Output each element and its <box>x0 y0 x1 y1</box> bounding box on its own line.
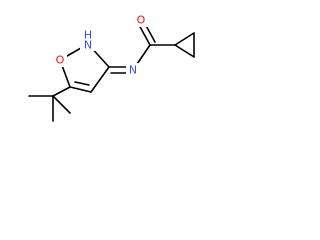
tert-butyl-group <box>28 86 71 122</box>
ring-oxygen-label: O <box>53 53 67 67</box>
ring-nitrogen-symbol: N <box>84 39 92 52</box>
carbonyl-oxygen-symbol: O <box>137 14 146 27</box>
bond-tbu-methyl-right <box>52 95 71 114</box>
molecule-structure: O H N N O <box>28 13 195 122</box>
bond-c4-c5 <box>69 86 92 93</box>
bond-cyclopropyl-a <box>174 32 195 46</box>
ring-nitrogen-h-symbol: H <box>84 29 92 42</box>
bond-c3-c4 <box>90 66 110 93</box>
imine-nitrogen-symbol: N <box>129 64 137 77</box>
bond-tbu-quaternary-to-ring <box>52 86 71 97</box>
ring-oxygen-symbol: O <box>56 54 65 67</box>
cyclopropyl-ring <box>174 32 195 58</box>
carbonyl-oxygen-label: O <box>134 13 148 27</box>
bond-c4-c5-double <box>74 81 90 86</box>
ring-nitrogen-label: H N <box>80 29 96 52</box>
imine-nitrogen-label: N <box>126 63 140 77</box>
bond-cyclopropyl-c <box>174 44 195 58</box>
